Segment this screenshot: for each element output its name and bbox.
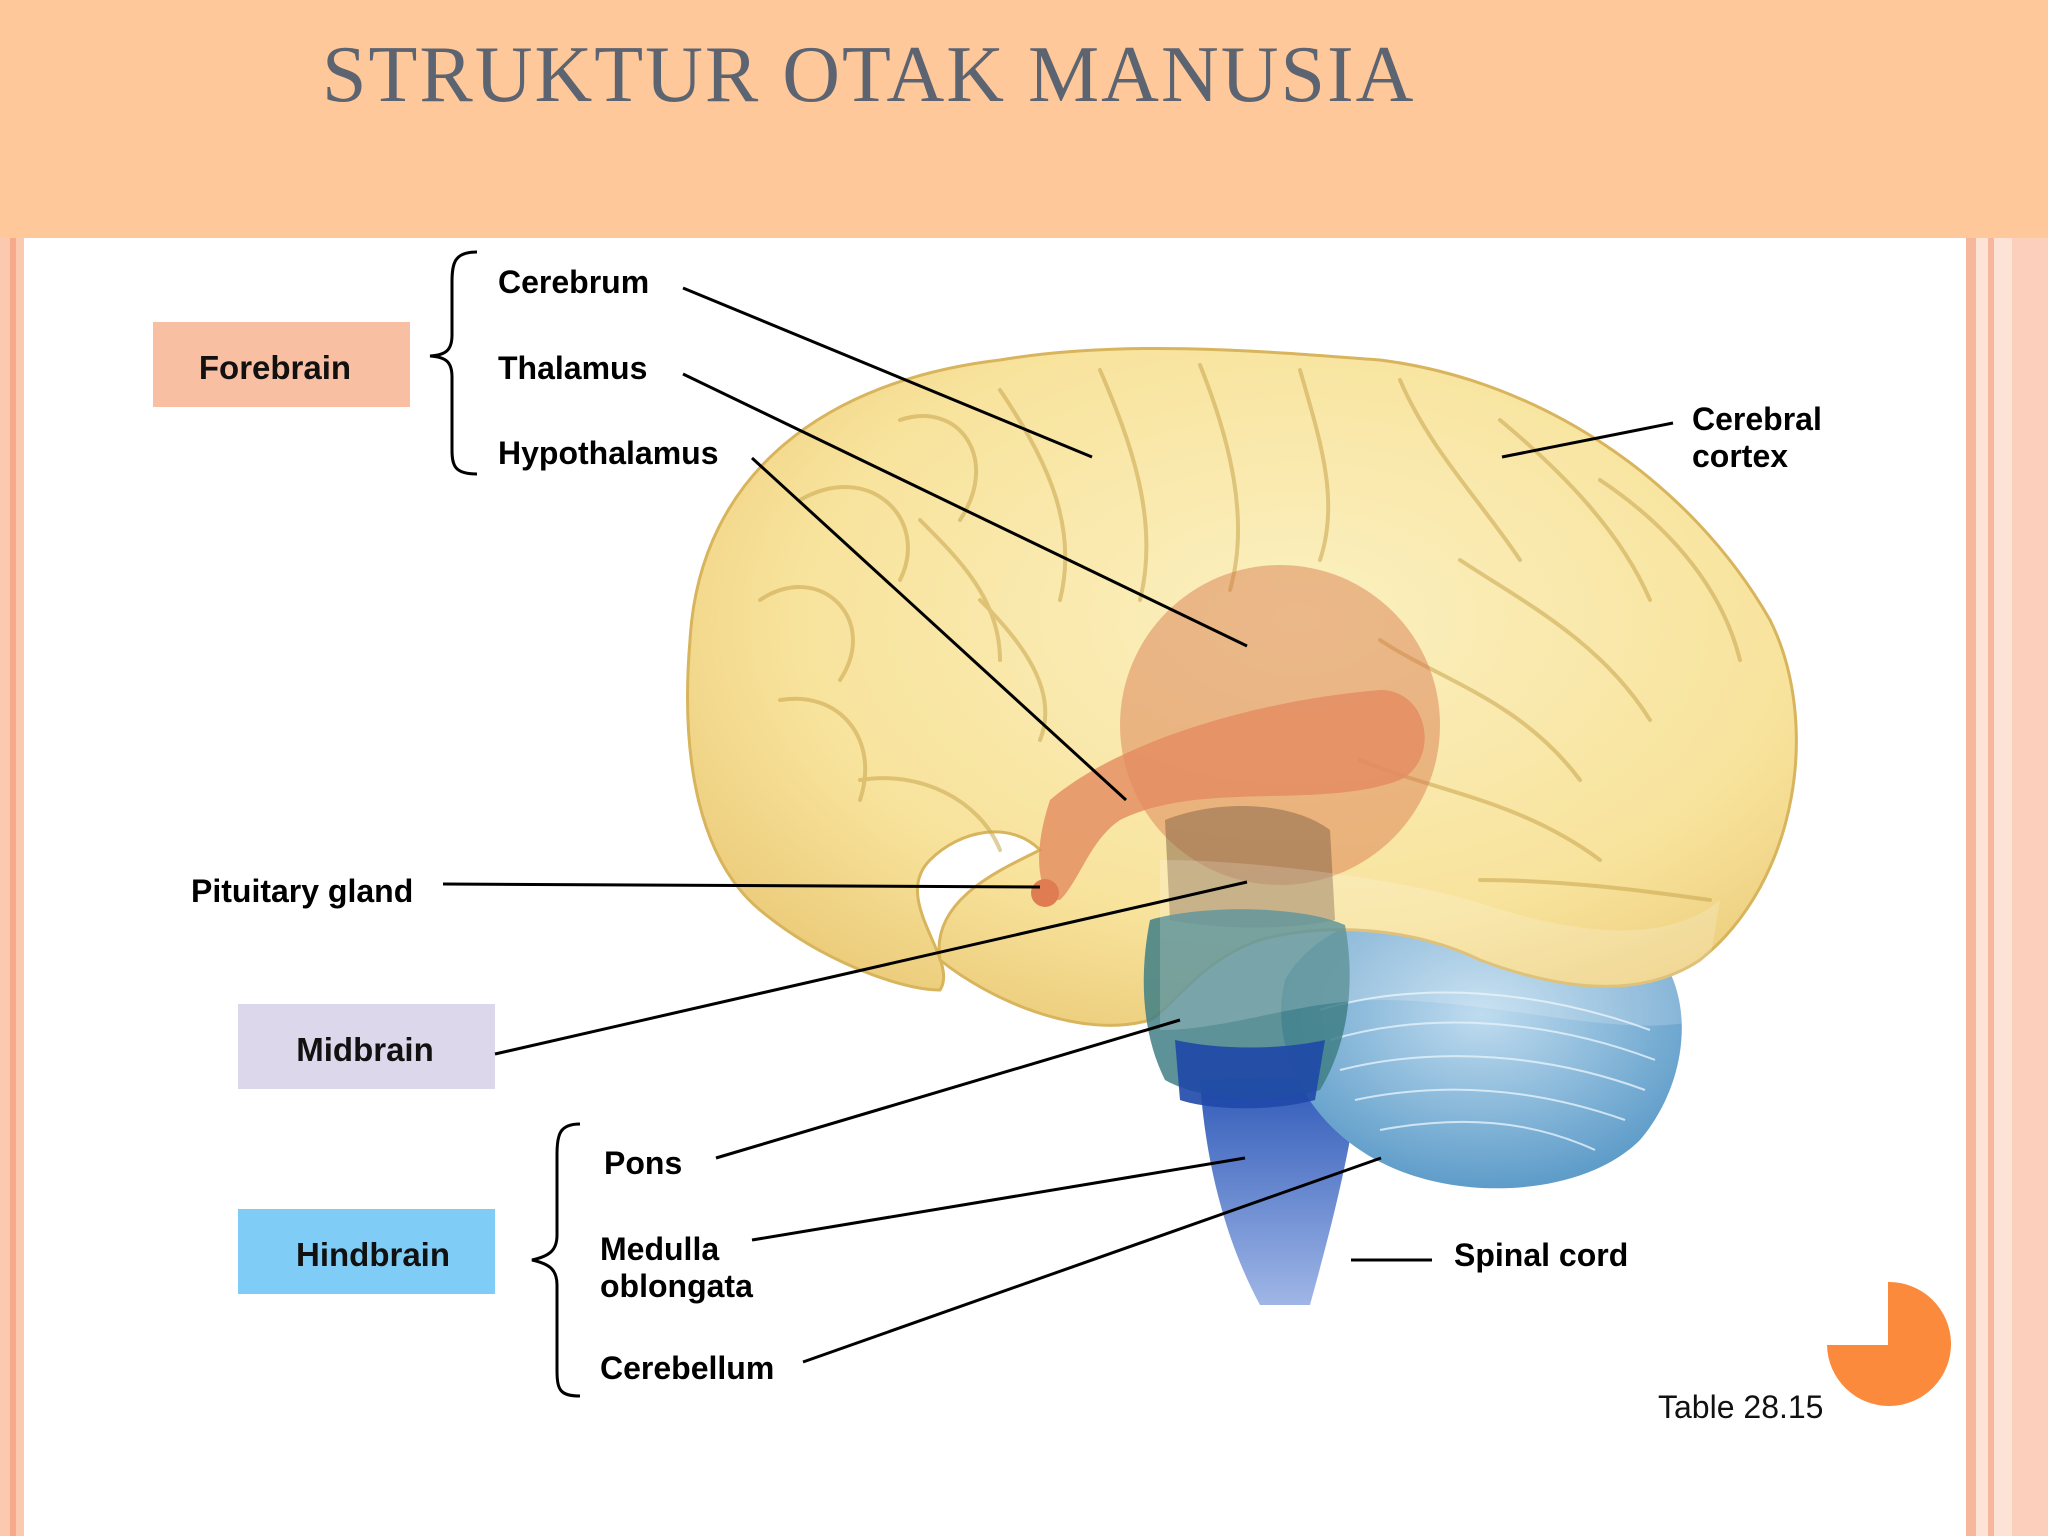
label-pituitary-gland: Pituitary gland <box>191 873 413 909</box>
label-cerebellum: Cerebellum <box>600 1350 774 1386</box>
right-border <box>1966 0 2048 1536</box>
midbrain-label: Midbrain <box>296 1031 434 1068</box>
brain-illustration <box>686 346 1798 1305</box>
hindbrain-brace <box>531 1122 581 1398</box>
forebrain-label: Forebrain <box>199 349 351 386</box>
hindbrain-label: Hindbrain <box>296 1236 450 1273</box>
label-cerebral-cortex-line1: Cerebral <box>1692 401 1822 437</box>
forebrain-brace <box>429 250 478 476</box>
midbrain-shape <box>1165 806 1335 928</box>
label-thalamus: Thalamus <box>498 350 647 386</box>
hindbrain-box: Hindbrain <box>238 1209 495 1294</box>
left-border-stripe <box>10 0 16 1536</box>
pituitary-shape <box>1031 879 1059 907</box>
hypothalamus-shape <box>1039 690 1425 900</box>
label-medulla-line2: oblongata <box>600 1268 753 1304</box>
slide-title: STRUKTUR OTAK MANUSIA <box>322 31 1416 119</box>
table-caption: Table 28.15 <box>1658 1389 1823 1425</box>
leader-lines <box>442 286 1674 1364</box>
label-cerebral-cortex-line2: cortex <box>1692 438 1788 474</box>
accent-circle <box>1827 1281 1952 1407</box>
label-medulla-line1: Medulla <box>600 1231 719 1267</box>
title-bar: STRUKTUR OTAK MANUSIA <box>0 0 2048 238</box>
label-cerebrum: Cerebrum <box>498 264 649 300</box>
spinal-cord-shape <box>1200 1075 1360 1305</box>
cerebrum-shape <box>686 346 1798 1027</box>
label-pons: Pons <box>604 1145 682 1181</box>
midbrain-box: Midbrain <box>238 1004 495 1089</box>
label-hypothalamus: Hypothalamus <box>498 435 718 471</box>
forebrain-box: Forebrain <box>153 322 410 407</box>
label-spinal-cord: Spinal cord <box>1454 1237 1628 1273</box>
